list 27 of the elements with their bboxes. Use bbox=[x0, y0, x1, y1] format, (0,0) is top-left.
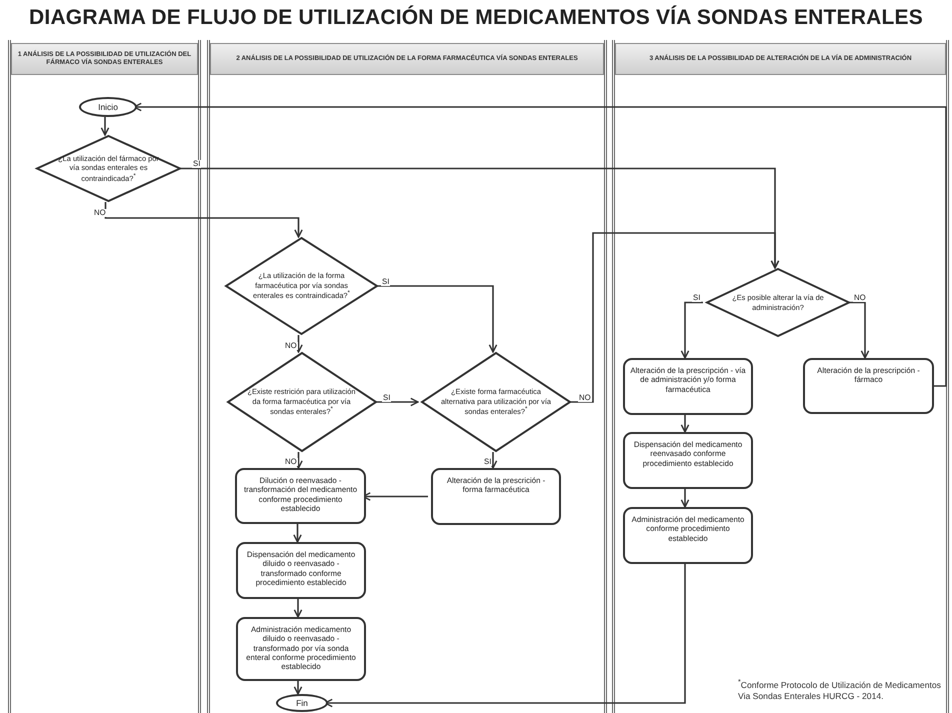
swimlane bbox=[612, 40, 949, 713]
decision-diamond bbox=[226, 352, 376, 452]
arrow bbox=[847, 302, 870, 359]
arrow bbox=[293, 524, 302, 543]
arrow bbox=[294, 681, 302, 695]
swimlane bbox=[207, 40, 607, 713]
diagram-title: DIAGRAMA DE FLUJO DE UTILIZACIÓN DE MEDICAMENTOS VÍA SONDAS ENTERALES bbox=[28, 6, 924, 30]
arrow bbox=[100, 117, 110, 136]
decision-diamond bbox=[421, 352, 571, 452]
arrow bbox=[375, 285, 498, 353]
decision-diamond bbox=[225, 237, 378, 335]
terminator-oval: Inicio bbox=[79, 97, 137, 117]
arrow bbox=[488, 452, 498, 469]
arrow bbox=[680, 489, 690, 508]
arrow bbox=[680, 415, 690, 433]
decision-diamond bbox=[706, 268, 850, 337]
arrow bbox=[374, 398, 419, 406]
decision-diamond bbox=[36, 135, 181, 202]
arrow bbox=[680, 302, 703, 359]
arrow bbox=[568, 232, 780, 403]
swimlane bbox=[8, 40, 201, 713]
arrow bbox=[294, 452, 303, 469]
arrow bbox=[104, 202, 303, 238]
footnote: $^{*}$Conforme Protocolo de Utilización de Medicamentos Via Sondas Enterales HURCG - 2014. bbox=[738, 678, 942, 702]
arrow bbox=[294, 599, 302, 618]
terminator-oval: Fin bbox=[276, 694, 328, 712]
arrow bbox=[294, 335, 303, 353]
